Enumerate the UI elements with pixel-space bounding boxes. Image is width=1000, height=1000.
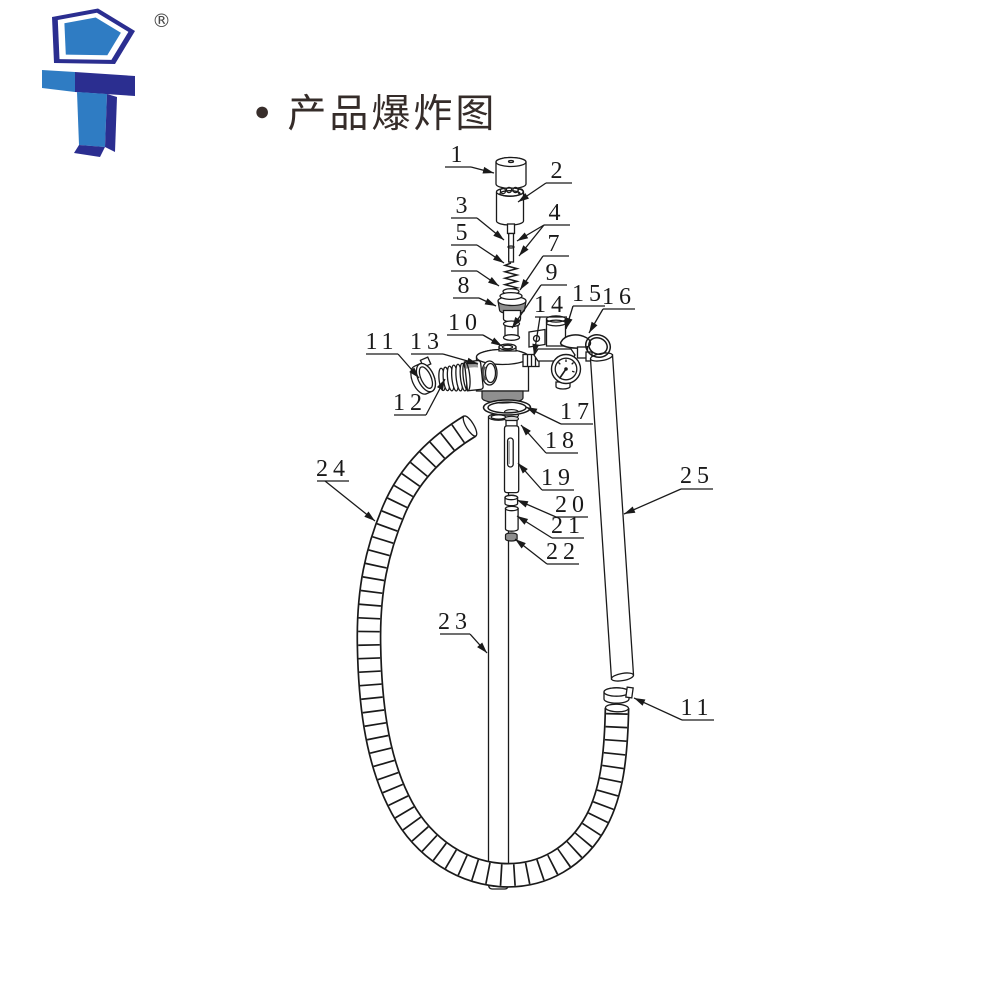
part-label-14: 14 [532,292,568,356]
svg-text:19: 19 [541,465,575,491]
part-label-25: 25 [623,463,714,515]
logo-t-bar-left [42,70,75,92]
part-2-bearing-housing [495,186,525,226]
part-label-3: 3 [451,193,505,241]
svg-text:12: 12 [393,390,427,416]
svg-text:16: 16 [602,284,636,310]
part-25-discharge-tube [589,352,635,682]
svg-text:14: 14 [534,292,568,318]
pump-body-top-port [498,343,517,352]
svg-text:1: 1 [451,142,468,168]
part-11-hose-nut-left [410,356,437,395]
svg-text:2: 2 [551,158,568,184]
part-label-19: 19 [517,462,575,491]
part-9-valve-seat [502,320,521,341]
part-5-spring [502,262,520,291]
part-8-gland [497,295,527,323]
svg-text:23: 23 [438,609,472,635]
part-19-piston-cylinder [503,425,520,494]
svg-text:8: 8 [458,273,475,299]
svg-text:11: 11 [680,695,713,721]
part-label-6: 6 [451,246,500,287]
part-label-11: 11 [633,695,714,721]
part-13-pump-body [475,348,530,404]
svg-text:11: 11 [365,329,398,355]
part-label-7: 7 [519,231,569,291]
svg-text:7: 7 [548,231,565,257]
brand-logo: ® [28,0,198,175]
discharge-tube-o-ring [584,333,612,359]
part-label-4: 4 [516,200,570,257]
part-12-hose-adapter [438,359,484,392]
part-label-2: 2 [517,158,572,203]
part-label-17: 17 [525,399,594,425]
registered-trademark-symbol: ® [152,10,171,32]
title-bullet-icon: ● [254,95,271,126]
part-label-11: 11 [365,329,420,379]
logo-t-stem-front [77,92,107,147]
page-title: 产品爆炸图 [287,93,498,136]
part-label-15: 15 [565,281,606,330]
pressure-gauge [550,353,582,385]
part-label-23: 23 [438,609,488,654]
part-label-12: 12 [393,378,446,416]
part-17-o-ring [482,399,532,416]
svg-text:22: 22 [546,539,580,565]
part-label-24: 24 [316,456,376,522]
part-11-hose-nut-right [603,686,634,704]
svg-text:20: 20 [555,492,589,518]
part-16-lever [559,334,593,362]
logo-flag-inner [64,17,121,56]
svg-text:17: 17 [560,399,594,425]
part-1-cap [495,156,527,190]
part-label-10: 10 [447,310,503,347]
part-label-20: 20 [516,492,589,518]
part-label-18: 18 [520,424,579,454]
svg-text:5: 5 [456,220,473,246]
svg-text:3: 3 [456,193,473,219]
svg-text:13: 13 [410,329,444,355]
part-label-8: 8 [453,273,497,307]
section-header: ● 产品爆炸图 [254,88,497,136]
logo-t-bar-right [75,72,135,96]
svg-text:25: 25 [680,463,714,489]
part-label-16: 16 [588,284,636,334]
part-3-piston-rod [506,223,516,263]
part-label-13: 13 [410,329,479,365]
svg-text:10: 10 [448,310,482,336]
part-label-22: 22 [514,538,580,565]
svg-text:21: 21 [551,513,585,539]
svg-text:15: 15 [572,281,606,307]
brand-logo-graphic: ® [42,8,171,157]
logo-t-stem-bottom [74,145,105,157]
svg-text:24: 24 [316,456,350,482]
part-label-9: 9 [511,260,567,329]
svg-text:18: 18 [545,428,579,454]
part-7-washers [499,288,523,301]
part-label-1: 1 [445,142,495,174]
part-24-corrugated-hose [356,415,630,888]
part-21-piston-lower [504,505,519,532]
part-label-21: 21 [516,513,585,539]
svg-text:9: 9 [546,260,563,286]
part-15-valve-with-gauge [522,315,593,390]
svg-text:4: 4 [549,200,566,226]
logo-t-stem-side [105,94,117,152]
part-label-5: 5 [451,220,505,264]
part-22-ring [504,532,518,542]
part-20-ring [504,494,519,507]
svg-text:6: 6 [456,246,473,272]
